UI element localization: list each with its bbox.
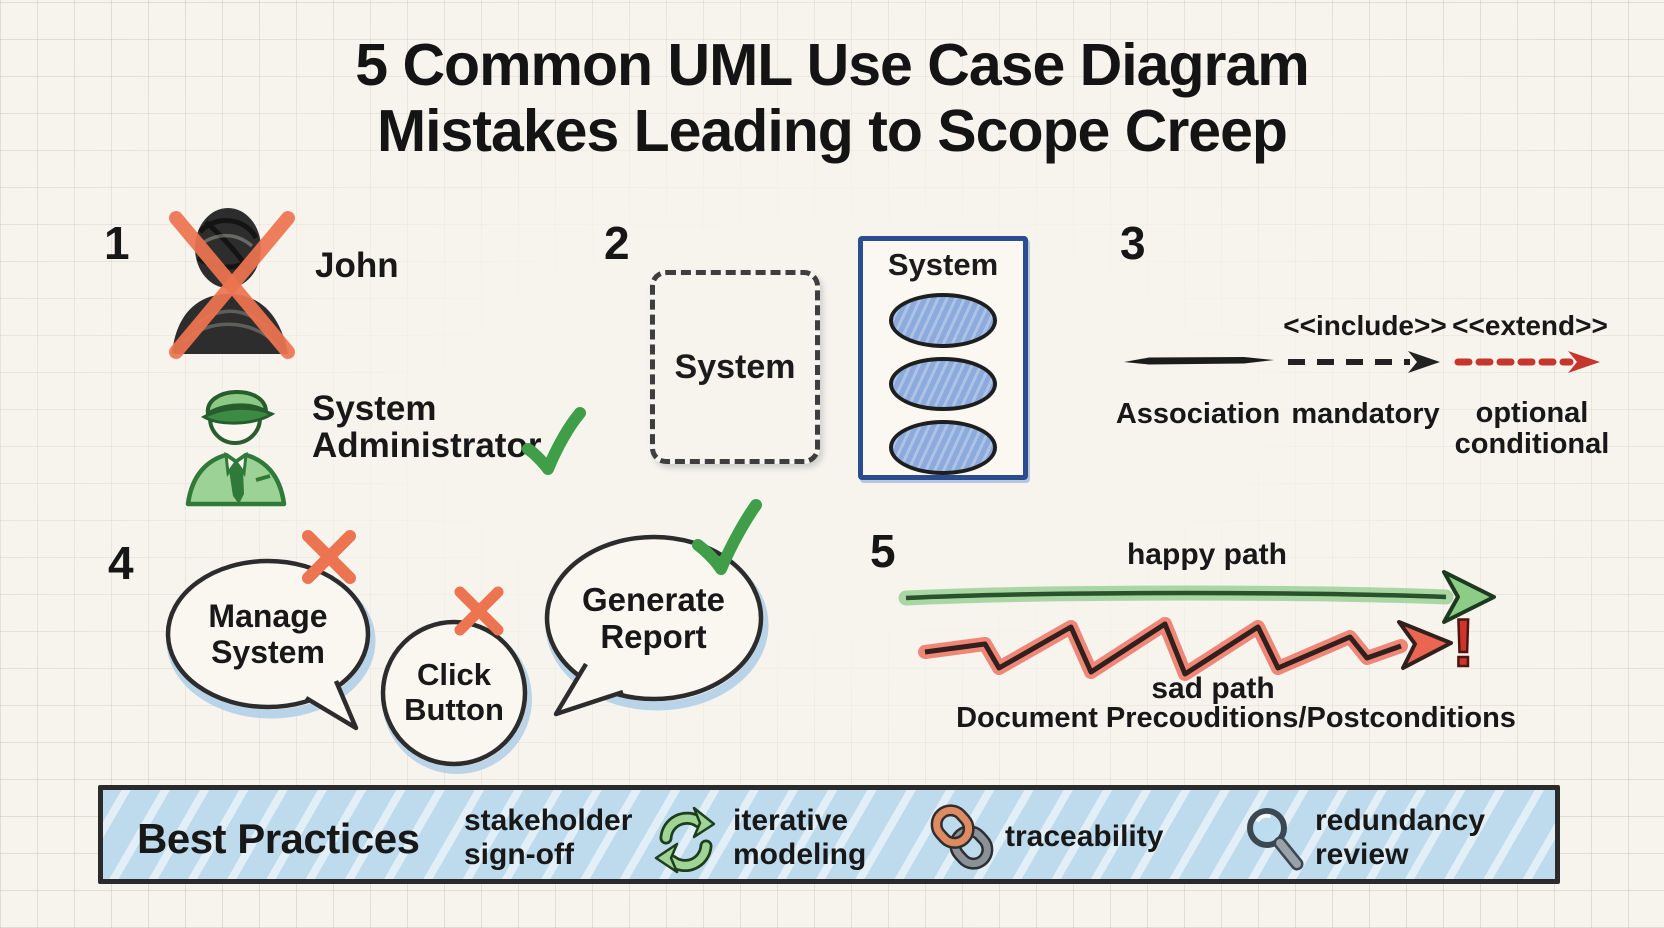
x-mark-icon [169,211,295,359]
checkmark-icon [692,499,762,575]
best-practices-bar: Best Practices stakeholder sign-off iter… [98,785,1560,884]
system-administrator-icon [185,390,287,507]
happy-path-label: happy path [1126,538,1287,571]
section-2-number: 2 [604,217,630,269]
best-practice-item-redundancy-review: redundancy review [1315,804,1486,871]
correct-actor-label: System Administrator [312,389,542,466]
extend-dashed-arrow-icon [1454,351,1600,373]
magnifier-icon [1247,808,1304,871]
conditions-caption: Document Precoυditions/Postconditions [956,702,1516,734]
cycle-arrows-icon [654,806,716,874]
page-title-line1: 5 Common UML Use Case Diagram [355,32,1310,98]
include-dashed-arrow-icon [1288,351,1440,373]
section-1-number: 1 [104,217,130,269]
page-title-line2: Mistakes Leading to Scope Creep [377,98,1288,165]
wrong-actor-label: John [315,246,399,285]
association-label: Association [1115,398,1281,430]
chain-link-icon [930,804,994,870]
happy-path-arrow-icon [898,570,1496,624]
crossed-out-person-icon [169,208,295,359]
exclamation-icon: ! [1451,604,1476,683]
best-practices-title: Best Practices [137,815,420,862]
checkmark-icon [522,407,586,475]
x-mark-icon [302,530,356,584]
speech-bubble [165,558,376,731]
best-practice-item-stakeholder-signoff: stakeholder sign-off [464,804,633,871]
dashed-system-boundary-box: System [650,270,820,464]
use-case-ellipse [889,356,997,412]
use-case-ellipse [889,293,997,348]
section-3-number: 3 [1120,217,1146,269]
association-line-icon [1124,357,1274,365]
speech-bubble [544,534,769,717]
dashed-box-label: System [674,347,796,386]
solid-system-boundary-box: System [858,236,1028,480]
use-case-ellipse [889,420,997,476]
bubble2-label: Click Button [404,657,504,727]
include-label: mandatory [1291,398,1440,430]
include-stereotype: <<include>> [1283,310,1447,341]
solid-box-label: System [887,247,999,282]
sad-path-label: sad path [1151,672,1275,705]
page-title: 5 Common UML Use Case Diagram Mistakes L… [0,32,1664,164]
best-practice-item-iterative-modeling: iterative modeling [733,804,867,871]
x-mark-icon [454,586,504,636]
section-4-number: 4 [108,537,134,589]
section-5-number: 5 [870,525,896,577]
extend-label: optional conditional [1454,397,1610,460]
bubble1-label: Manage System [208,598,328,670]
best-practice-item-traceability: traceability [1005,820,1164,853]
sad-path-zigzag-arrow-icon [918,617,1453,681]
extend-stereotype: <<extend>> [1452,310,1608,341]
speech-bubble [380,619,532,774]
bubble3-label: Generate Report [581,581,726,655]
